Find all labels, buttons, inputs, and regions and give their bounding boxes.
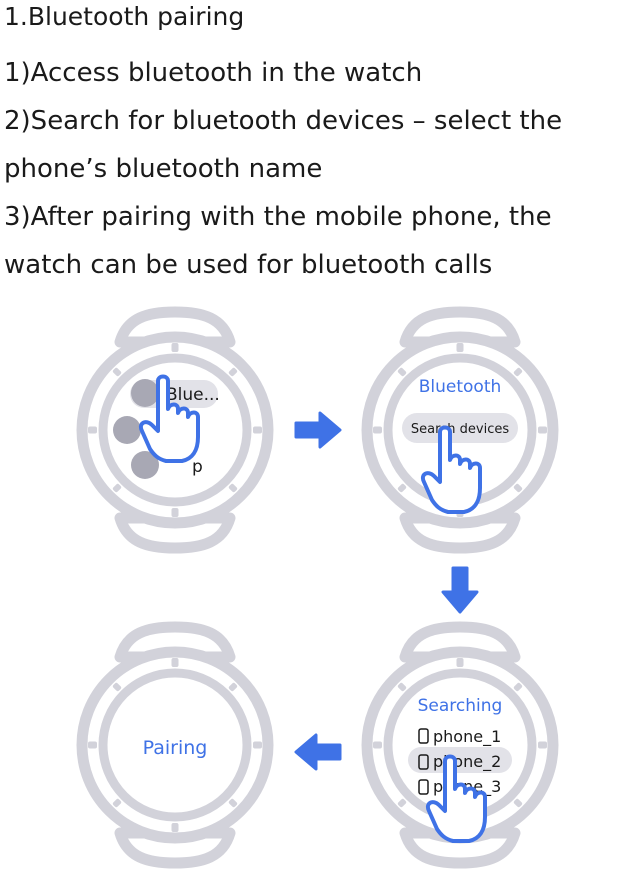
step-2-continued-text: phone’s bluetooth name [4,154,323,184]
arrow-right-icon [294,411,342,449]
phone-icon [418,728,429,795]
bluetooth-title: Bluetooth [419,377,502,397]
step-3-text: 3)After pairing with the mobile phone, t… [4,202,552,232]
step-1-text: 1)Access bluetooth in the watch [4,58,423,88]
menu-item-3: p [192,457,203,477]
pairing-status: Pairing [143,737,208,759]
menu-icon-2 [113,416,141,444]
watch-3-searching: Searching phone_1 phone_2 phone_3 [367,627,553,863]
watch-1-menu: Blue... in p [82,312,268,548]
selected-device-highlight [408,747,512,773]
searching-title: Searching [418,696,503,716]
search-devices-button[interactable] [402,413,518,443]
menu-icon-3 [131,451,159,479]
section-heading: 1.Bluetooth pairing [4,2,245,31]
watch-2-bluetooth: Bluetooth Search devices [367,312,553,548]
search-devices-label: Search devices [411,422,509,437]
step-3-continued-text: watch can be used for bluetooth calls [4,250,493,280]
arrow-down-icon [441,566,479,614]
device-phone-1[interactable]: phone_1 [433,727,501,747]
watch-4-pairing: Pairing [82,627,268,863]
step-2-text: 2)Search for bluetooth devices – select … [4,106,563,136]
menu-item-bluetooth: Blue... [166,385,220,405]
arrow-left-icon [294,733,342,771]
menu-icon-bluetooth [131,379,159,407]
